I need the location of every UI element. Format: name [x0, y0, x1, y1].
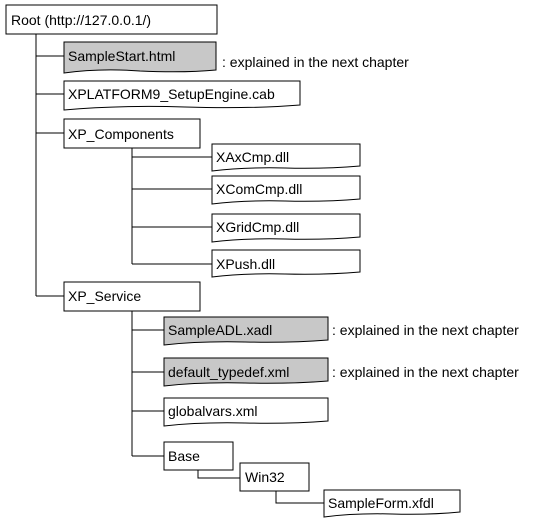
node-globalvars-label: globalvars.xml [168, 403, 257, 419]
node-xp-service-label: XP_Service [68, 288, 141, 304]
node-setup-engine-label: XPLATFORM9_SetupEngine.cab [68, 86, 275, 102]
node-xgridcmp: XGridCmp.dll [211, 213, 361, 243]
node-sample-adl: SampleADL.xadl [163, 316, 329, 346]
branch-win32 [197, 470, 240, 479]
tree-connectors [35, 34, 324, 504]
node-sample-form-label: SampleForm.xfdl [328, 495, 434, 511]
node-root-label: Root (http://127.0.0.1/) [11, 12, 151, 28]
node-win32: Win32 [239, 462, 310, 492]
node-xpush: XPush.dll [211, 249, 361, 278]
node-xcomcmp-label: XComCmp.dll [216, 181, 302, 197]
node-xgridcmp-label: XGridCmp.dll [216, 219, 299, 235]
node-xp-components-label: XP_Components [68, 126, 174, 142]
node-sample-form: SampleForm.xfdl [323, 489, 461, 518]
node-root: Root (http://127.0.0.1/) [5, 4, 218, 35]
node-base-label: Base [168, 448, 200, 464]
node-setup-engine: XPLATFORM9_SetupEngine.cab [63, 80, 301, 111]
note-sample-adl: : explained in the next chapter [332, 322, 519, 338]
node-xaxcmp-label: XAxCmp.dll [216, 149, 289, 165]
node-sample-adl-label: SampleADL.xadl [168, 322, 272, 338]
note-sample-start: : explained in the next chapter [222, 54, 409, 70]
node-xp-service: XP_Service [63, 281, 201, 312]
node-globalvars: globalvars.xml [163, 397, 329, 427]
node-xaxcmp: XAxCmp.dll [211, 143, 361, 172]
node-base: Base [163, 441, 234, 471]
node-xpush-label: XPush.dll [216, 256, 275, 272]
node-xcomcmp: XComCmp.dll [211, 175, 361, 205]
node-default-typedef: default_typedef.xml [163, 357, 329, 387]
branch-sample-form [275, 491, 324, 504]
node-sample-start: SampleStart.html [63, 41, 217, 74]
node-win32-label: Win32 [245, 469, 285, 485]
note-default-typedef: : explained in the next chapter [332, 364, 519, 380]
node-default-typedef-label: default_typedef.xml [168, 364, 289, 380]
node-xp-components: XP_Components [63, 118, 201, 149]
node-sample-start-label: SampleStart.html [68, 48, 175, 64]
